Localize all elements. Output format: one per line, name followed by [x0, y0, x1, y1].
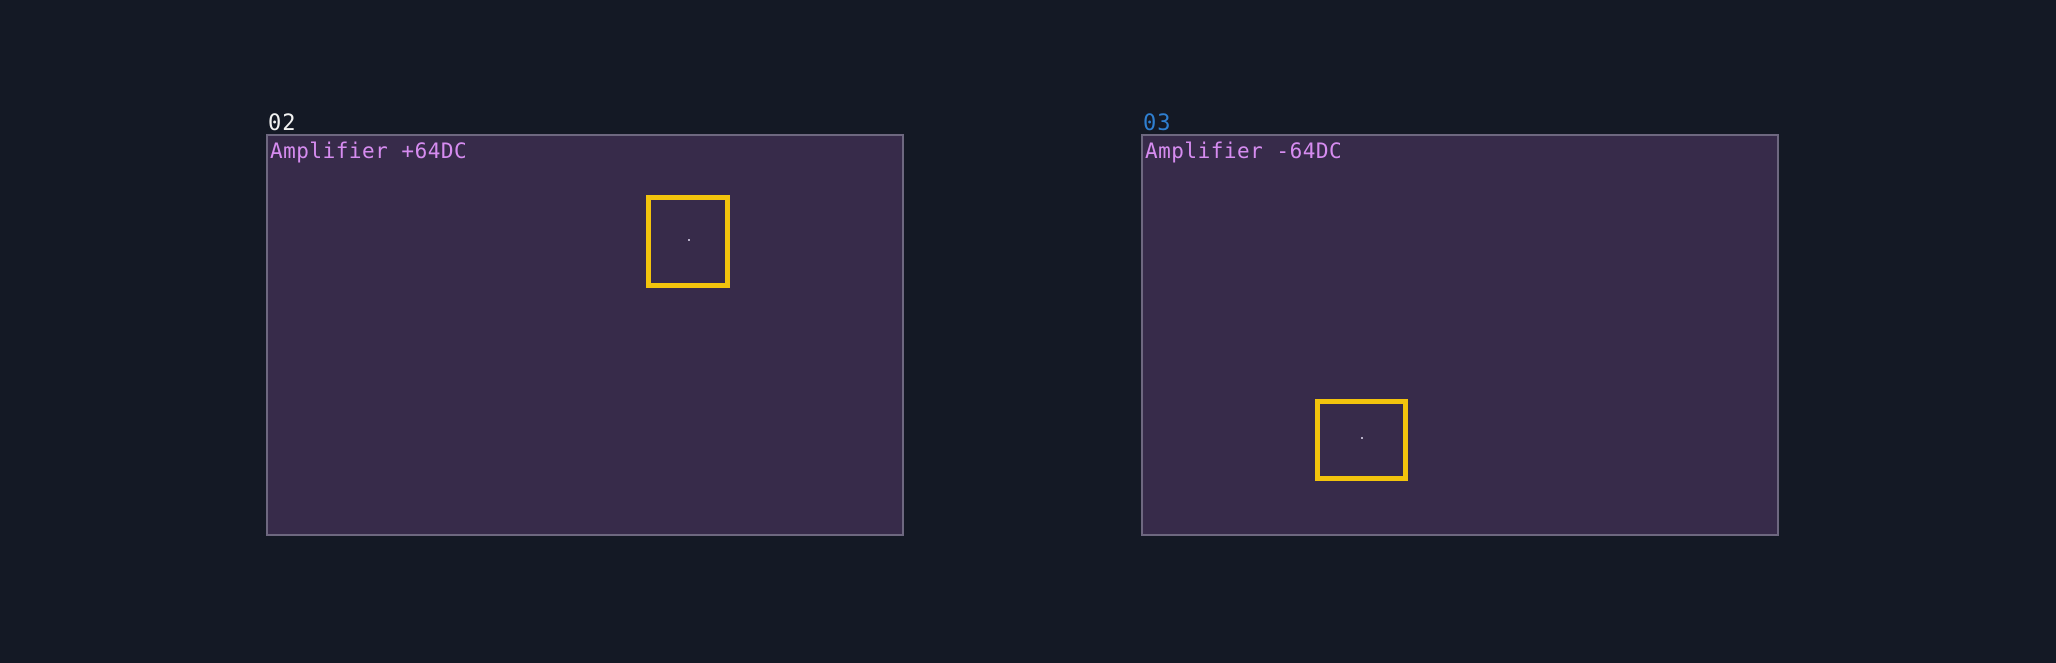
module-title: Amplifier +64DC — [270, 139, 468, 163]
module-02: 02 Amplifier +64DC — [266, 113, 904, 536]
module-panel[interactable]: Amplifier -64DC — [1141, 134, 1779, 536]
knob-control[interactable] — [1315, 399, 1408, 481]
knob-control[interactable] — [646, 195, 730, 288]
module-03: 03 Amplifier -64DC — [1141, 113, 1779, 536]
knob-indicator — [688, 239, 690, 241]
module-panel[interactable]: Amplifier +64DC — [266, 134, 904, 536]
module-id: 03 — [1143, 111, 1172, 136]
module-id: 02 — [268, 111, 297, 136]
knob-indicator — [1361, 437, 1363, 439]
module-title: Amplifier -64DC — [1145, 139, 1343, 163]
